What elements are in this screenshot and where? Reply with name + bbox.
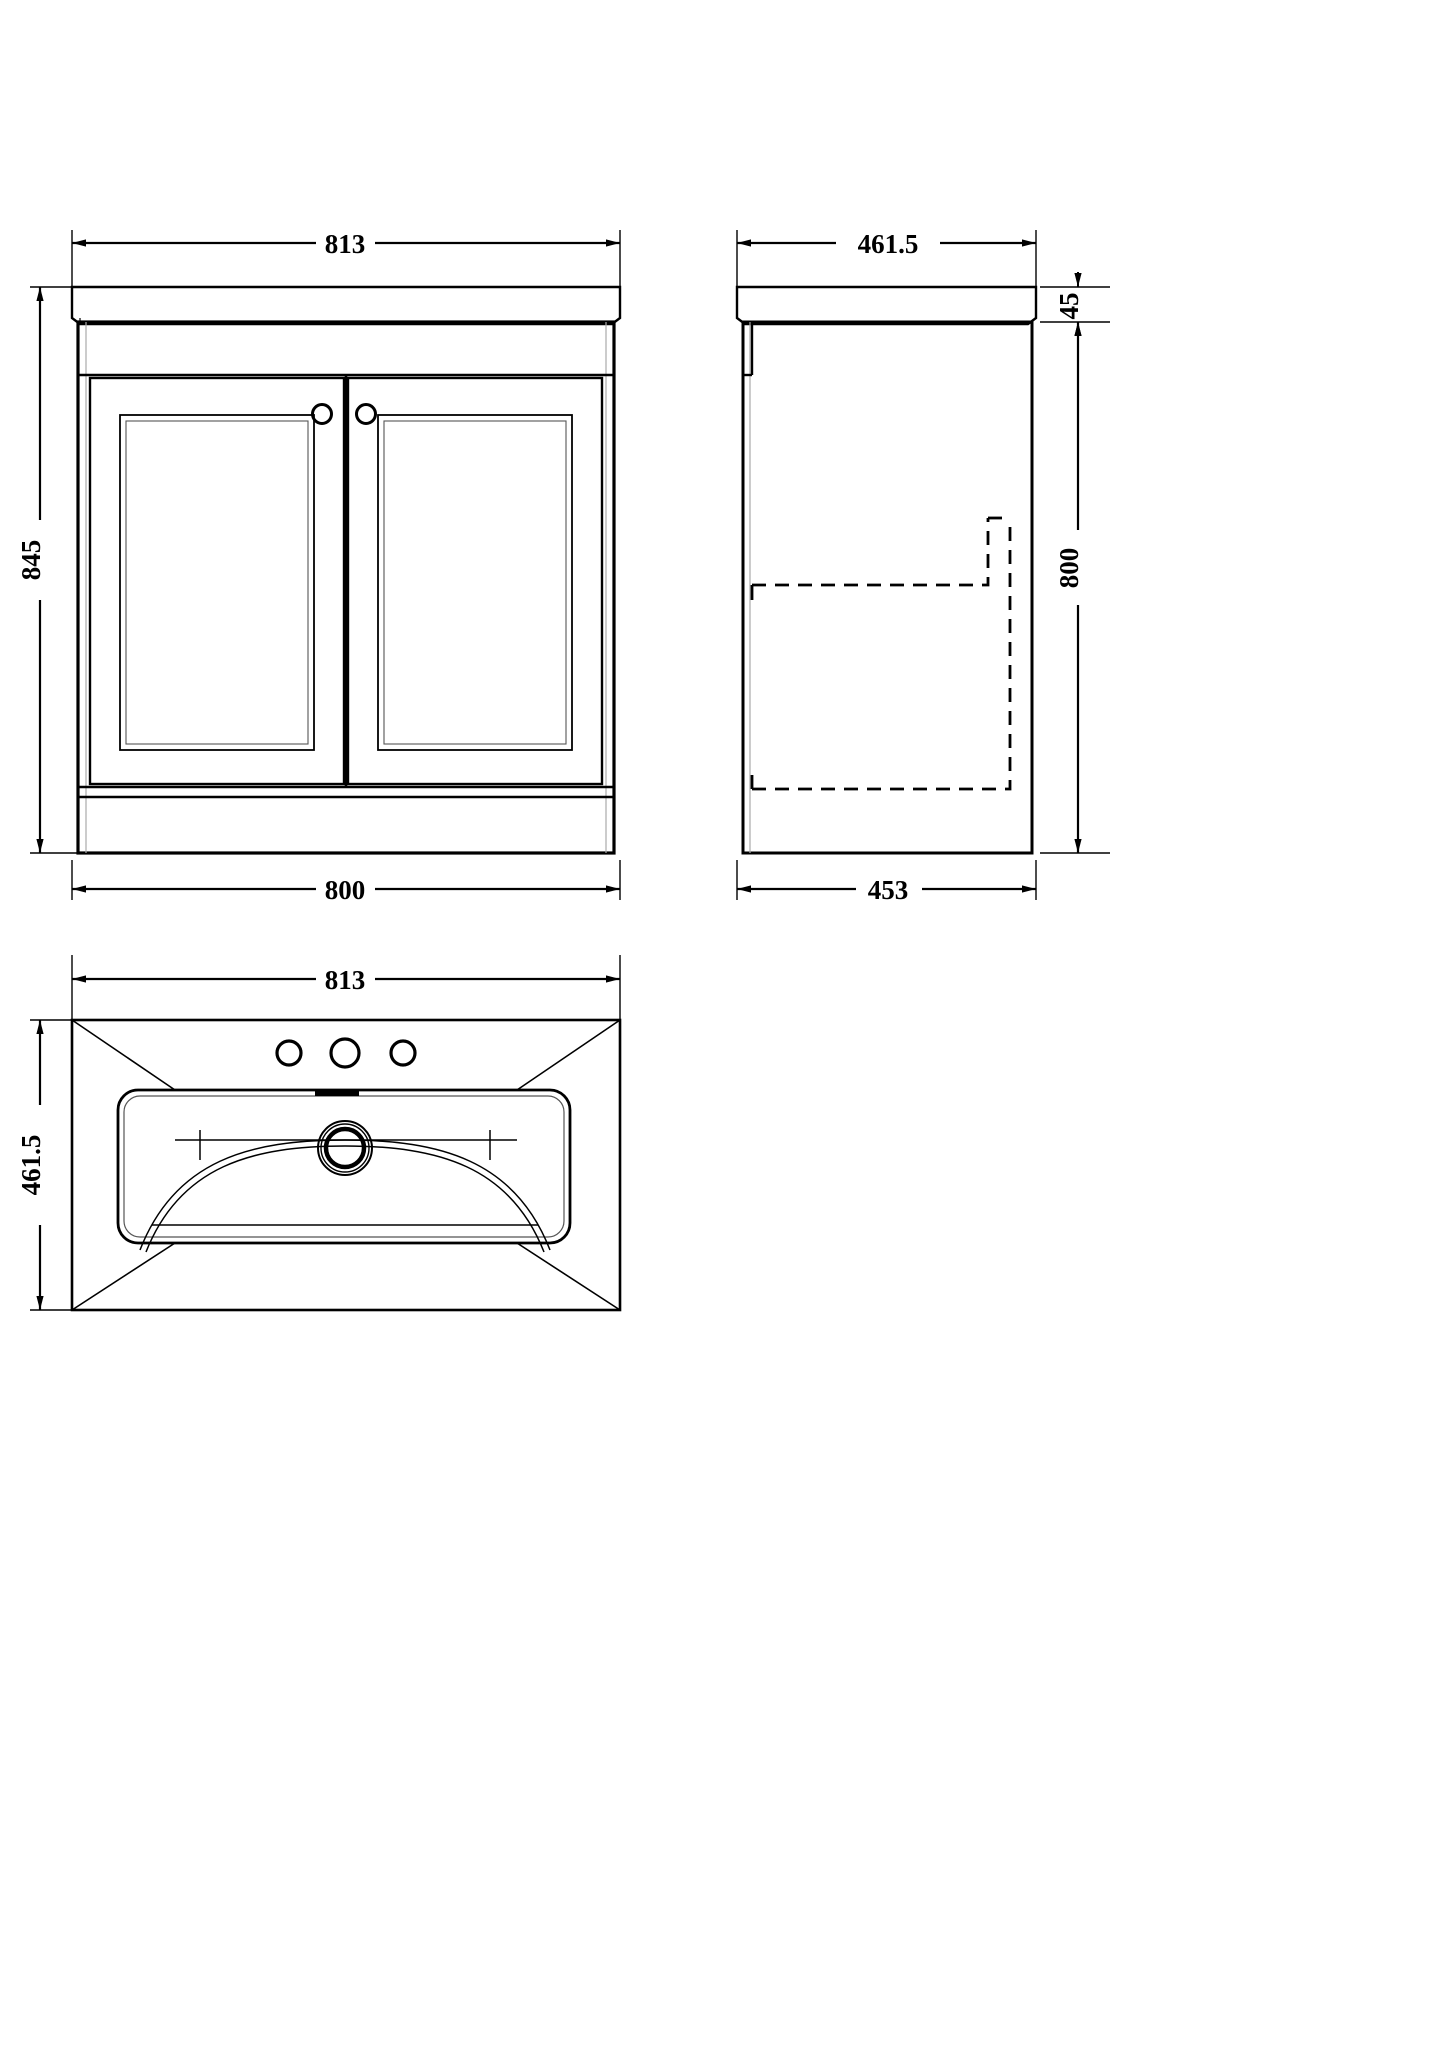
dimension-plan-width: 813 [72, 965, 620, 995]
tap-hole-right [389, 1039, 417, 1067]
dimension-label-side-top-depth: 461.5 [858, 229, 919, 259]
dimension-label-plan-depth: 461.5 [16, 1135, 46, 1196]
tap-hole-left [275, 1039, 303, 1067]
dimension-side-top-depth: 461.5 [737, 229, 1036, 259]
side-elevation-view: 461.5 45 800 453 [735, 229, 1110, 905]
plan-rim-chamfers [71, 1019, 621, 1311]
front-countertop [70, 285, 622, 326]
dimension-label-side-base-depth: 453 [868, 875, 909, 905]
dimension-side-height: 800 [1054, 322, 1084, 853]
side-cabinet-body [741, 320, 1034, 855]
dimension-label-front-top-width: 813 [325, 229, 366, 259]
front-door-left[interactable] [88, 376, 346, 786]
dimension-label-front-height: 845 [16, 540, 46, 581]
front-extension-lines [30, 230, 621, 900]
side-extension-lines [736, 230, 1110, 900]
waste-outlet-mid-ring [320, 1123, 370, 1173]
dimension-plan-depth: 461.5 [16, 1020, 46, 1310]
dimension-side-top-thickness: 45 [1054, 272, 1084, 338]
plan-basin-outline [70, 1018, 622, 1312]
front-plinth-rail [78, 785, 614, 799]
door-knob-right[interactable] [355, 403, 377, 425]
tap-hole-centre [329, 1037, 361, 1069]
side-hidden-shelf [752, 516, 1012, 791]
dimension-label-front-base-width: 800 [325, 875, 366, 905]
dimension-label-side-height: 800 [1054, 548, 1084, 589]
dimension-front-top-width: 813 [72, 229, 620, 259]
dimension-front-base-width: 800 [72, 875, 620, 905]
side-front-stile [743, 322, 754, 377]
waste-outlet-outer-ring [317, 1120, 373, 1176]
front-elevation-view: 813 845 800 [16, 229, 622, 905]
front-door-right[interactable] [346, 376, 604, 786]
side-countertop [735, 285, 1038, 326]
dimension-side-base-depth: 453 [737, 875, 1036, 905]
overflow-slot [315, 1090, 359, 1096]
plan-view: 813 461.5 [16, 955, 622, 1312]
dimension-label-plan-width: 813 [325, 965, 366, 995]
door-knob-left[interactable] [311, 403, 333, 425]
plan-bowl-floor [139, 1130, 551, 1253]
front-cabinet-body [76, 320, 616, 855]
dimension-label-side-top-thickness: 45 [1054, 293, 1084, 320]
front-cabinet-inner-edge [85, 322, 607, 853]
waste-outlet-inner-ring [323, 1126, 367, 1170]
dimension-front-height: 845 [16, 287, 46, 853]
